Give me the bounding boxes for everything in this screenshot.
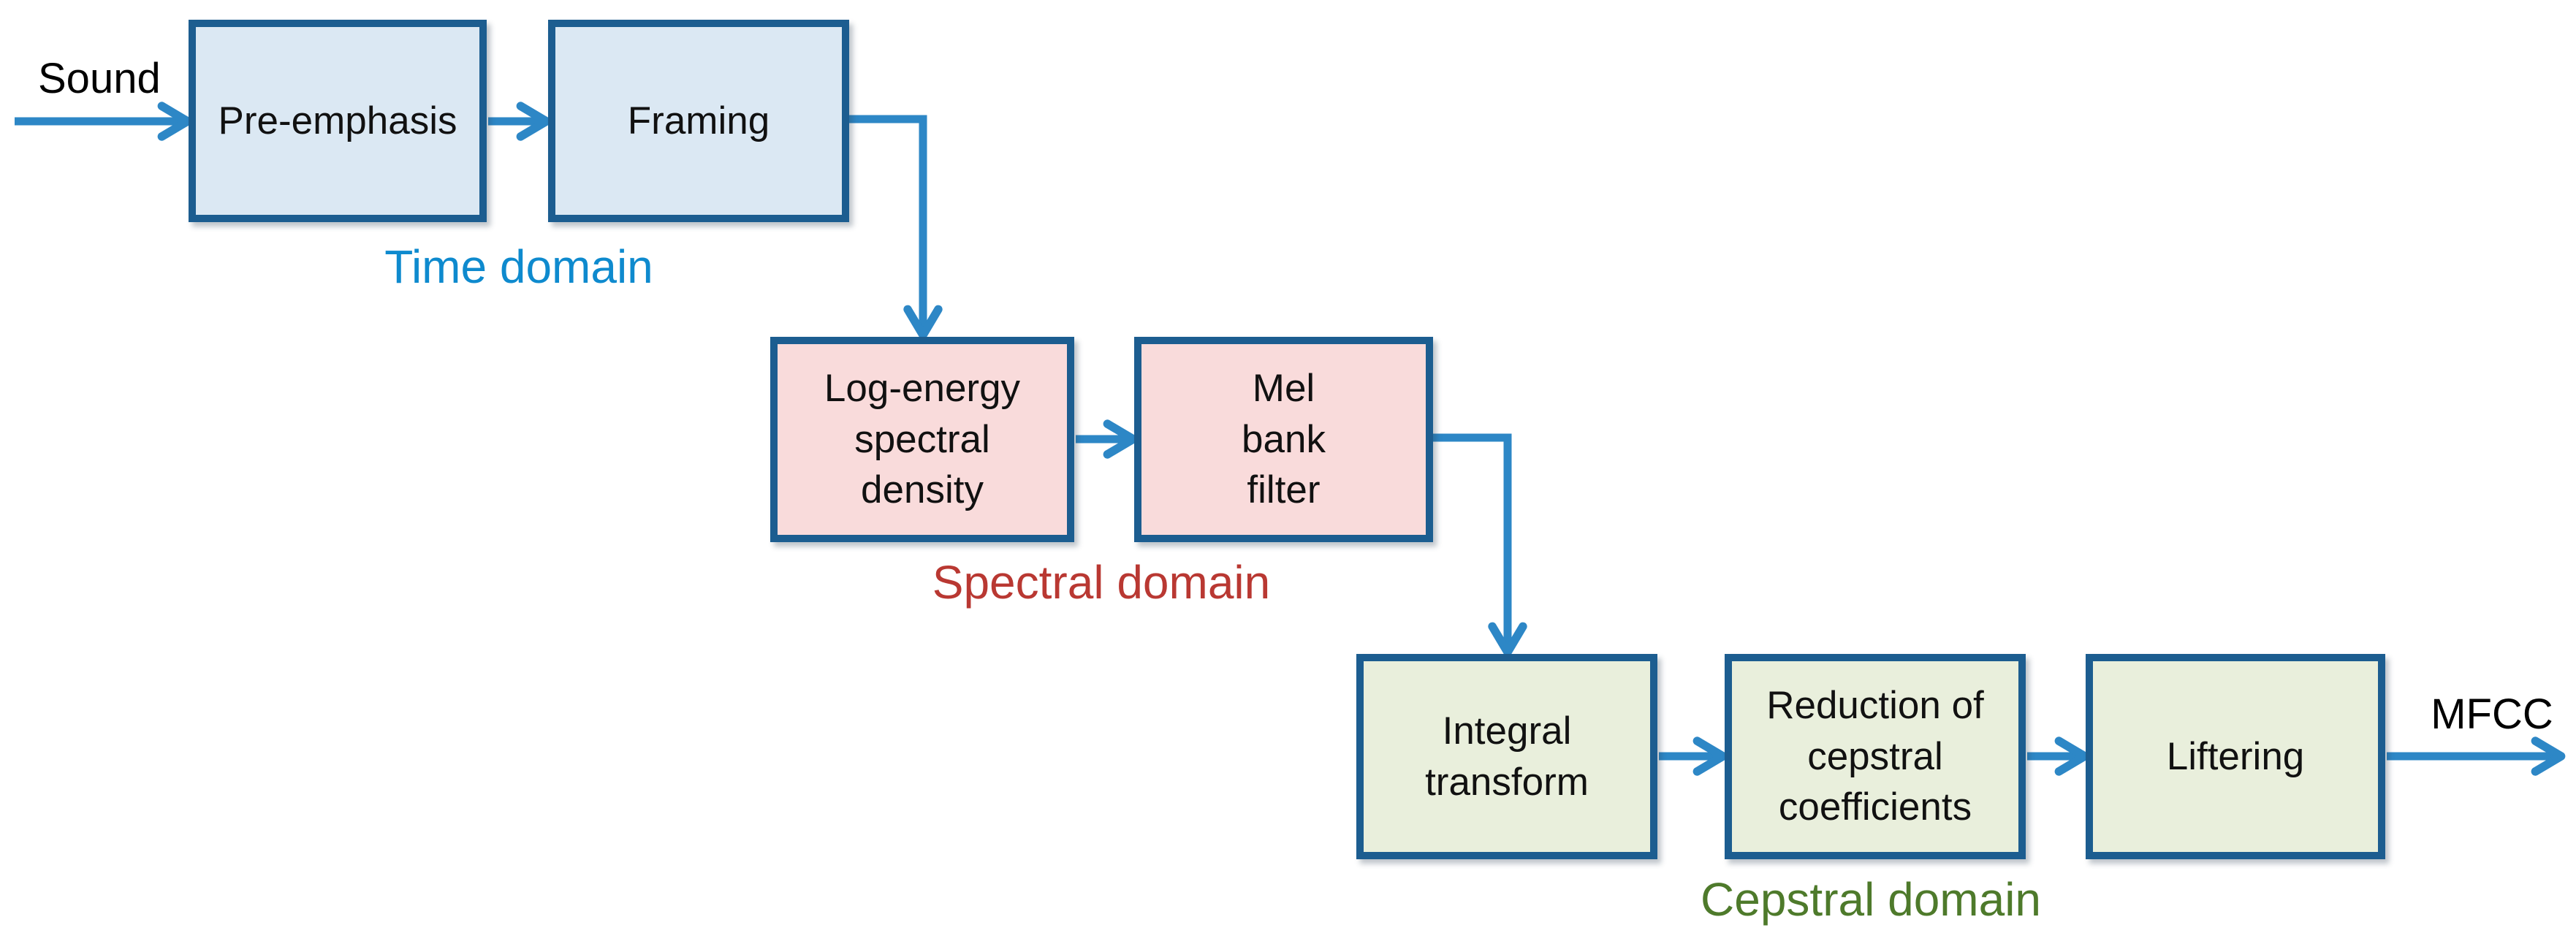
box-mel-bank-filter: Mel bank filter (1134, 337, 1433, 542)
box-reduction-of-cepstral-coefficients: Reduction of cepstral coefficients (1725, 654, 2026, 859)
input-signal-label: Sound (38, 55, 161, 102)
box-log-energy-spectral-density: Log-energy spectral density (770, 337, 1074, 542)
spectral-domain-label: Spectral domain (932, 556, 1271, 609)
box-liftering-label: Liftering (2166, 734, 2305, 778)
box-reduction-label: Reduction of cepstral coefficients (1766, 683, 1984, 829)
cepstral-domain-label: Cepstral domain (1701, 873, 2041, 926)
arrow-mel-bank-to-integral (1433, 433, 1527, 657)
box-pre-emphasis-label: Pre-emphasis (218, 99, 457, 142)
box-mel-bank-label: Mel bank filter (1242, 366, 1326, 512)
box-framing: Framing (548, 20, 849, 222)
box-integral-transform: Integral transform (1356, 654, 1657, 859)
box-integral-label: Integral transform (1425, 709, 1589, 804)
box-pre-emphasis: Pre-emphasis (189, 20, 487, 222)
output-signal-label: MFCC (2431, 690, 2553, 738)
box-framing-label: Framing (627, 99, 770, 142)
box-log-energy-label: Log-energy spectral density (824, 366, 1021, 512)
time-domain-label: Time domain (384, 240, 653, 293)
box-liftering: Liftering (2086, 654, 2385, 859)
arrow-framing-to-log-energy (849, 115, 943, 340)
